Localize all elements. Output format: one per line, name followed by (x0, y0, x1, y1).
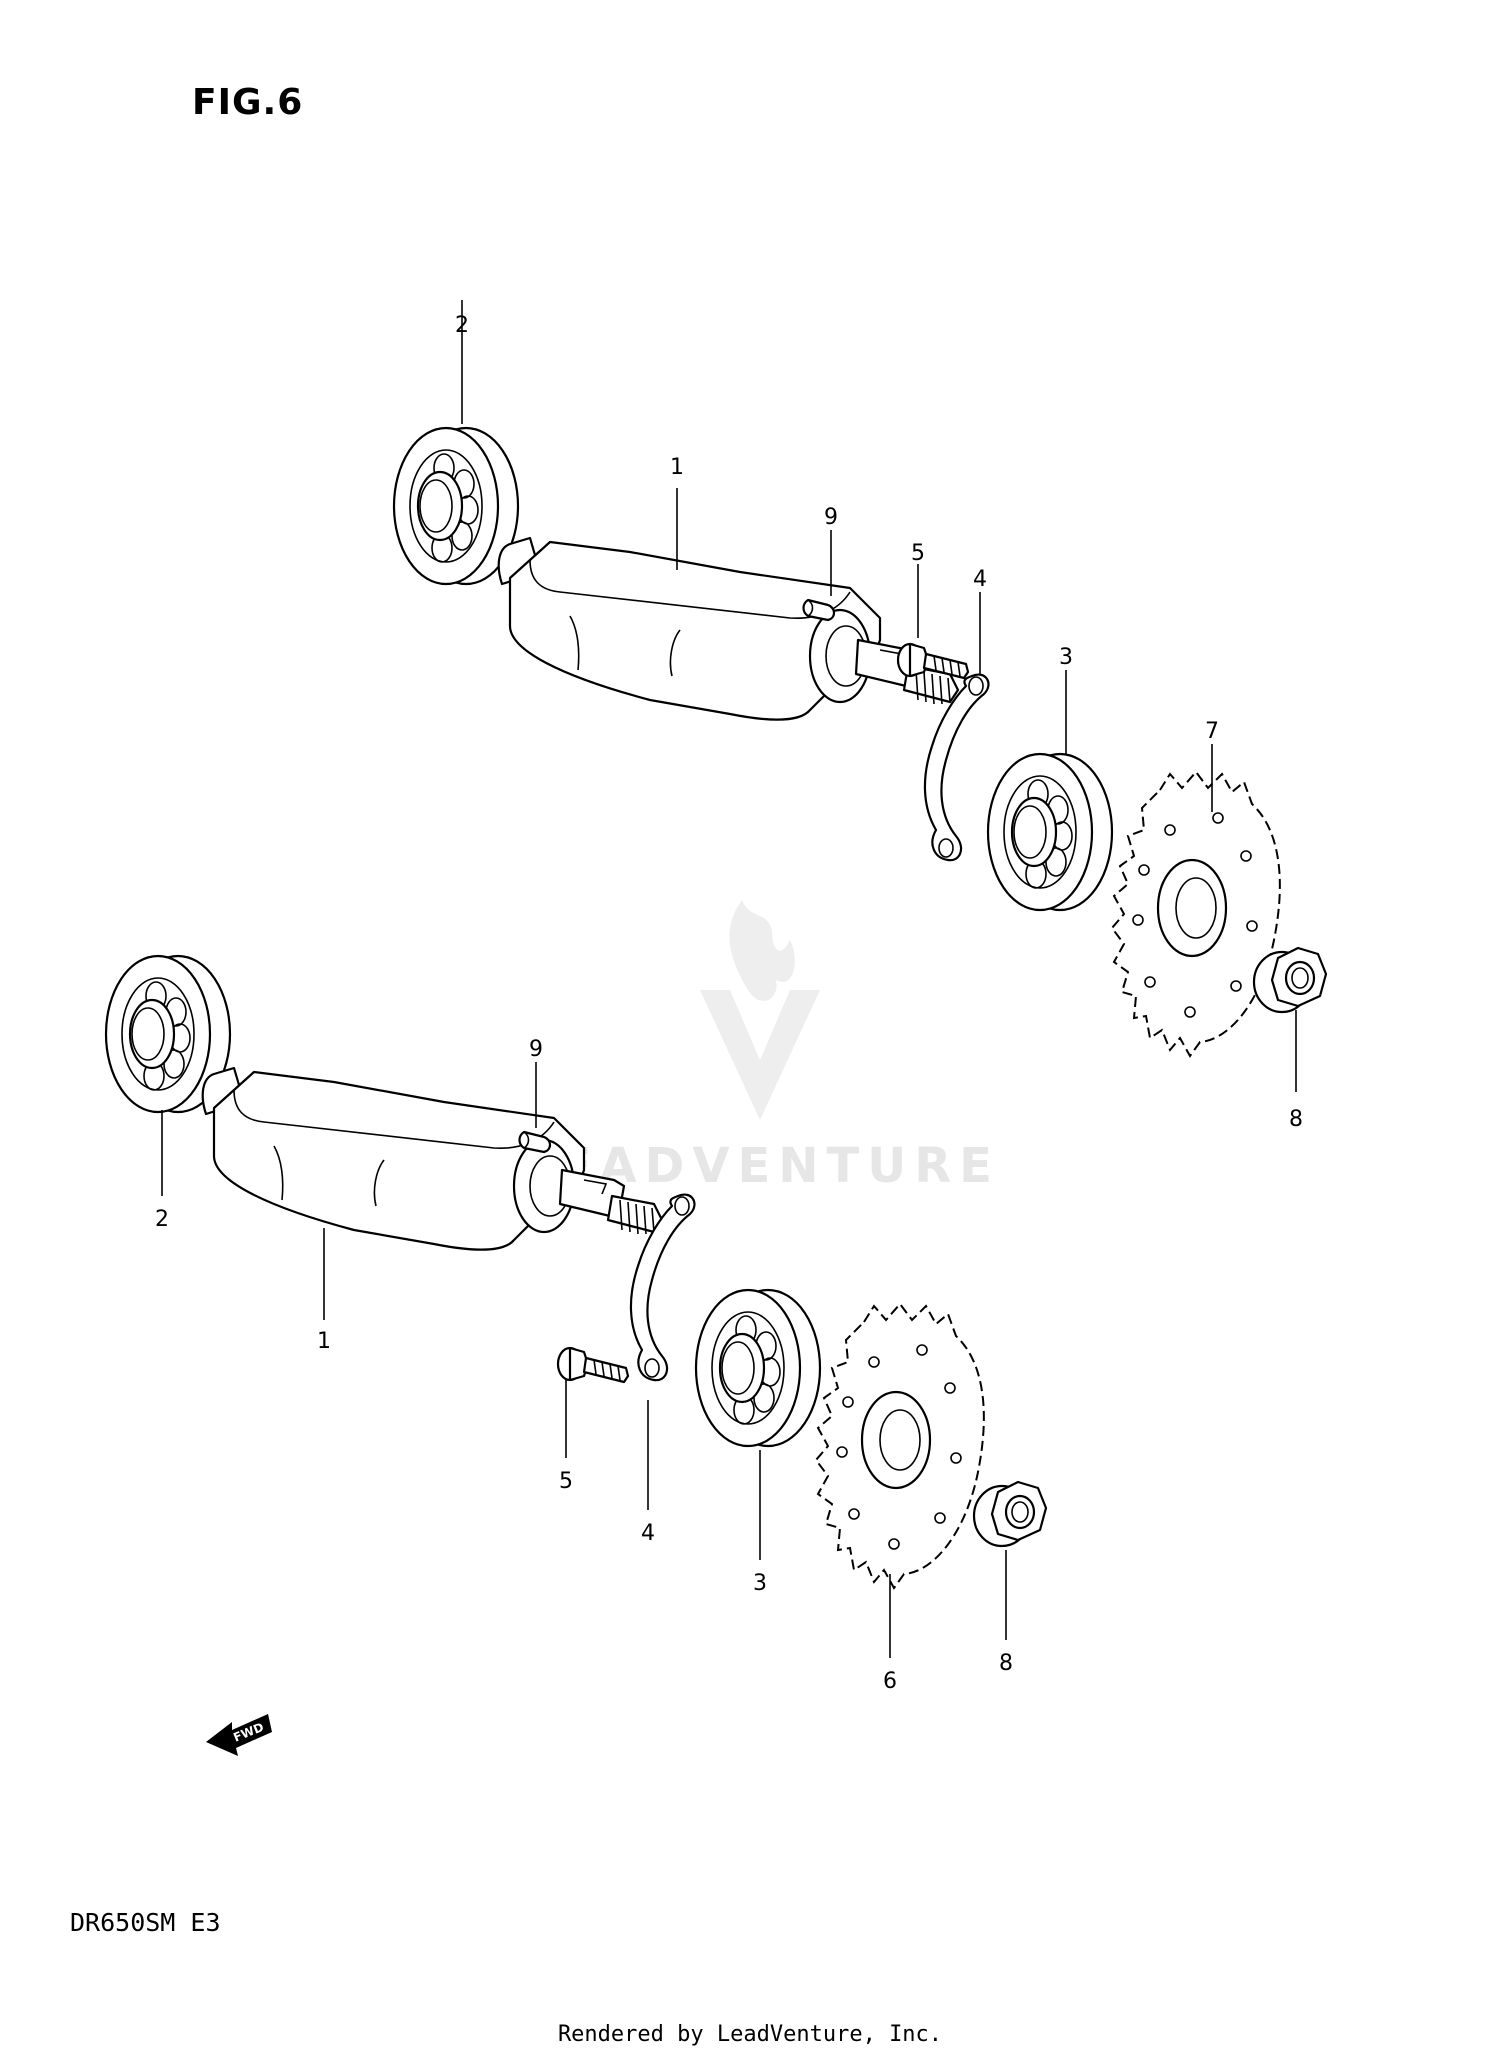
upper-callout-2: 2 (455, 313, 469, 338)
lower-bolt (556, 1346, 630, 1384)
upper-nut-8 (1252, 946, 1328, 1014)
upper-callout-4: 4 (973, 567, 987, 592)
upper-callout-7: 7 (1205, 719, 1219, 744)
model-code: DR650SM E3 (70, 1908, 221, 1937)
upper-callout-5: 5 (911, 541, 925, 566)
upper-callout-8: 8 (1289, 1107, 1303, 1132)
lower-nut-8 (972, 1480, 1048, 1548)
lower-bearing-3 (694, 1288, 822, 1448)
fwd-arrow-icon: FWD (206, 1714, 272, 1756)
upper-gear-7 (1110, 770, 1281, 1058)
upper-bearing-3 (986, 752, 1114, 912)
lower-assembly: 2 1 9 5 4 3 6 8 (104, 954, 1048, 1694)
lower-callout-6: 6 (883, 1669, 897, 1694)
upper-callout-9: 9 (824, 505, 838, 530)
lower-callout-3: 3 (753, 1571, 767, 1596)
lower-callout-2: 2 (155, 1207, 169, 1232)
upper-callout-3: 3 (1059, 645, 1073, 670)
lower-callout-4: 4 (641, 1521, 655, 1546)
lower-callout-8: 8 (999, 1651, 1013, 1676)
figure-title: FIG.6 (192, 82, 304, 123)
lower-callout-5: 5 (559, 1469, 573, 1494)
upper-assembly: 2 1 9 5 4 3 7 8 (392, 300, 1328, 1132)
leadventure-watermark: LEADVENTURE (520, 900, 992, 1194)
lower-gear-6 (814, 1302, 985, 1590)
lower-callout-1: 1 (317, 1329, 331, 1354)
upper-balancer-shaft (497, 536, 960, 721)
lower-callout-9: 9 (529, 1037, 543, 1062)
upper-callout-1: 1 (670, 455, 684, 480)
rendered-by-footer: Rendered by LeadVenture, Inc. (557, 2022, 943, 2047)
